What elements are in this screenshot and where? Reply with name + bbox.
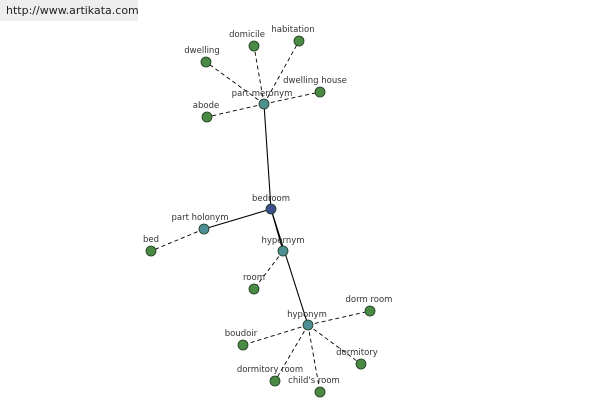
label-center-bedroom: bedroom	[252, 194, 290, 204]
edge-hypernym-room	[253, 250, 284, 290]
node-dormitory-room[interactable]	[269, 375, 281, 387]
label-abode: abode	[193, 101, 219, 111]
edge-hyponym-child-s-room	[307, 324, 321, 393]
label-dwelling: dwelling	[184, 46, 219, 56]
label-hyponym: hyponym	[287, 310, 327, 320]
source-url[interactable]: http://www.artikata.com	[0, 0, 139, 21]
label-part-holonym: part holonym	[172, 213, 229, 223]
node-part-meronym[interactable]	[258, 98, 270, 110]
node-boudoir[interactable]	[237, 339, 249, 351]
edge-part-holonym-bed	[150, 228, 205, 252]
edge-hyponym-dormitory	[307, 324, 362, 365]
label-child-s-room: child's room	[288, 376, 340, 386]
node-abode[interactable]	[201, 111, 213, 123]
edge-center-part-holonym	[203, 208, 272, 230]
edge-hyponym-boudoir	[242, 324, 309, 346]
edge-part-meronym-dwelling-house	[263, 91, 321, 105]
node-hypernym[interactable]	[277, 245, 289, 257]
node-hyponym[interactable]	[302, 319, 314, 331]
label-domicile: domicile	[229, 30, 265, 40]
label-dwelling-house: dwelling house	[283, 76, 347, 86]
label-dormitory-room: dormitory room	[237, 365, 303, 375]
edge-hyponym-dormitory-room	[274, 324, 309, 382]
node-room[interactable]	[248, 283, 260, 295]
node-dorm-room[interactable]	[364, 305, 376, 317]
label-boudoir: boudoir	[225, 329, 258, 339]
label-habitation: habitation	[271, 25, 314, 35]
edge-part-meronym-habitation	[263, 40, 300, 105]
node-bed[interactable]	[145, 245, 157, 257]
node-habitation[interactable]	[293, 35, 305, 47]
edge-center-part-meronym	[263, 103, 272, 210]
node-dwelling[interactable]	[200, 56, 212, 68]
label-bed: bed	[143, 235, 159, 245]
node-dormitory[interactable]	[355, 358, 367, 370]
label-room: room	[243, 273, 265, 283]
edge-part-meronym-dwelling	[205, 61, 265, 105]
edge-part-meronym-abode	[206, 103, 265, 118]
label-part-meronym: part meronym	[232, 89, 293, 99]
node-part-holonym[interactable]	[198, 223, 210, 235]
edge-part-meronym-domicile	[253, 45, 265, 105]
label-dormitory: dormitory	[336, 348, 378, 358]
label-hypernym: hypernym	[261, 236, 304, 246]
edge-center-hyponym	[270, 208, 309, 326]
node-dwelling-house[interactable]	[314, 86, 326, 98]
edge-hyponym-dorm-room	[307, 310, 371, 326]
node-center-bedroom[interactable]	[265, 203, 277, 215]
node-domicile[interactable]	[248, 40, 260, 52]
label-dorm-room: dorm room	[346, 295, 393, 305]
node-child-s-room[interactable]	[314, 386, 326, 398]
